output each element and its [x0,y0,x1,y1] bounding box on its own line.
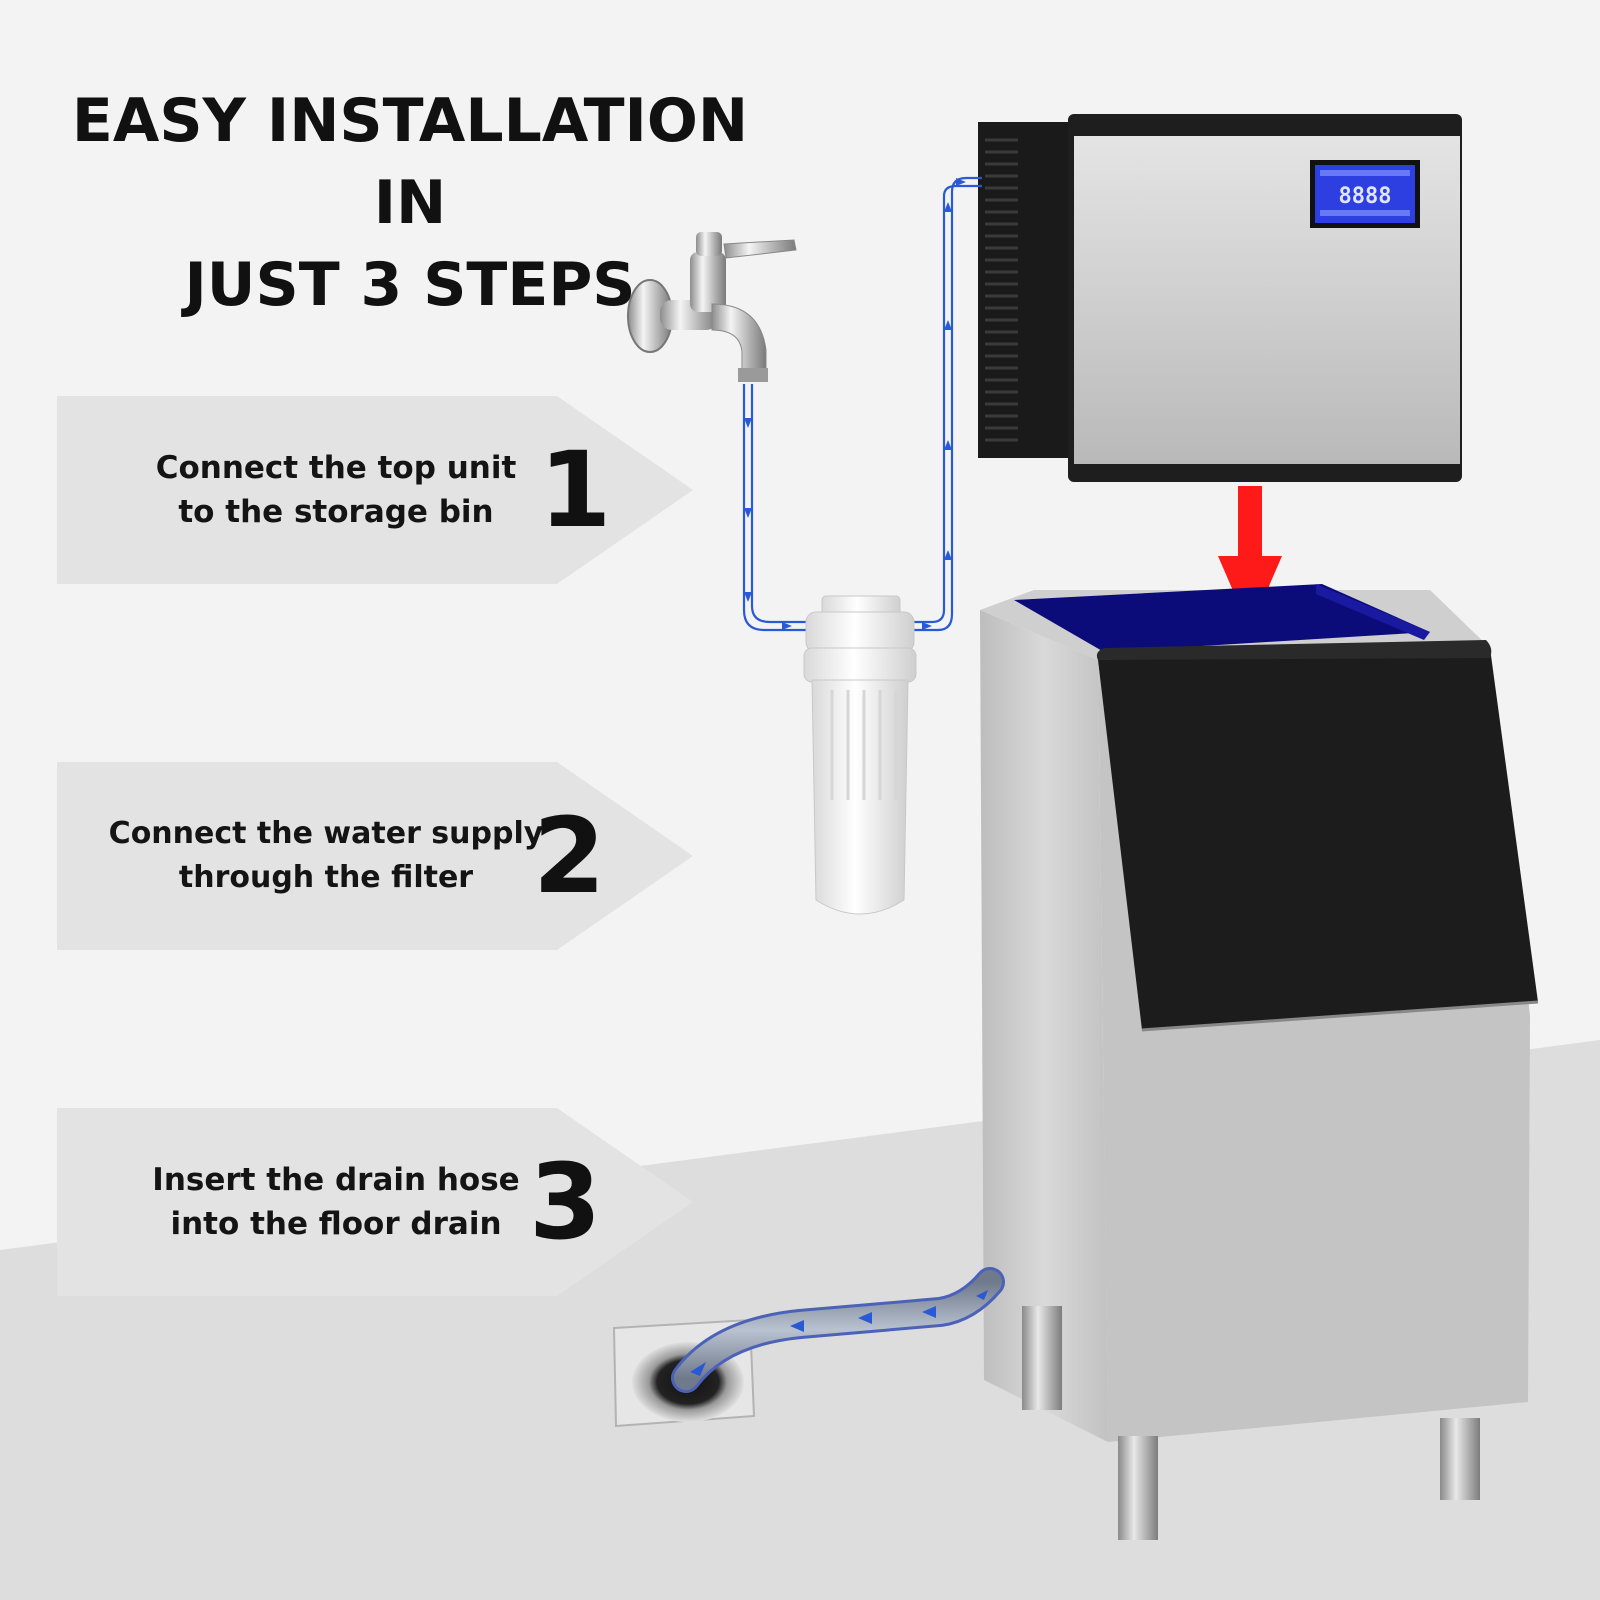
step-1-description: Connect the top unit to the storage bin [155,450,517,530]
page-title: EASY INSTALLATION IN JUST 3 STEPS [40,80,780,326]
step-3-arrow-panel [57,1108,693,1296]
storage-bin [980,584,1539,1540]
step-3-card: Insert the drain hose into the floor dra… [57,1108,697,1296]
flow-arrow-icon [744,178,966,630]
display-digits: 8888 [1339,184,1392,209]
step-1-number: 1 [539,429,612,551]
step-3-description: Insert the drain hose into the floor dra… [152,1162,520,1242]
drain-hose [671,1267,1005,1393]
step-2-card: Connect the water supply through the fil… [57,762,697,950]
step-1-card: Connect the top unit to the storage bin … [57,396,697,584]
title-line-1: EASY INSTALLATION IN [71,86,749,238]
water-filter-icon [803,595,917,915]
step-2-arrow-panel [57,762,693,950]
ice-maker-head-unit: 8888 [978,114,1462,482]
faucet-icon [627,232,797,382]
step-1-arrow-panel [57,396,693,584]
step-2-number: 2 [533,795,606,917]
water-supply-line [742,176,982,632]
vent-grille [985,138,1018,442]
step-2-description: Connect the water supply through the fil… [108,816,544,895]
step-3-number: 3 [529,1141,602,1263]
title-line-2: JUST 3 STEPS [184,250,636,320]
